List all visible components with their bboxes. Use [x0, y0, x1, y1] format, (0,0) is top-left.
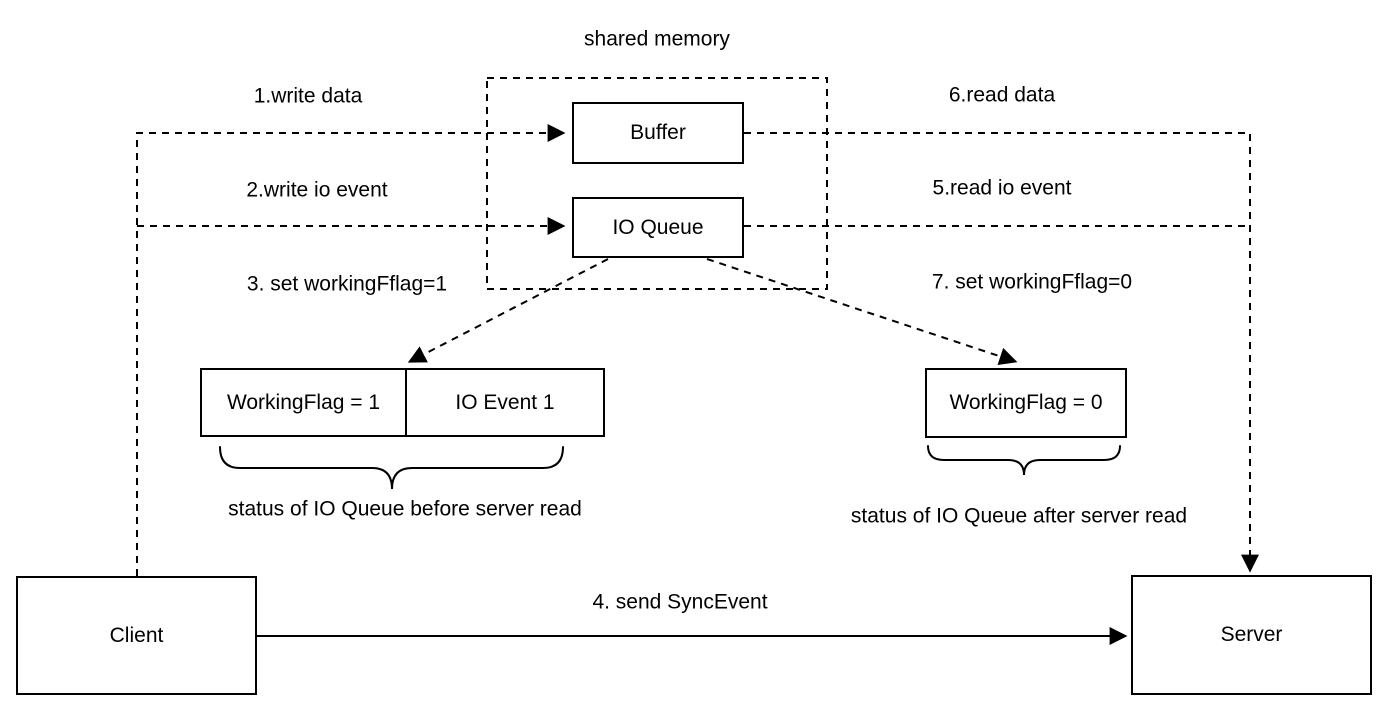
edge-label-set-workingflag-0: 7. set workingFflag=0 — [931, 270, 1133, 294]
edge-label-set-workingflag-1: 3. set workingFflag=1 — [246, 272, 448, 296]
edge-set-workingflag-0-arrow — [706, 258, 1018, 366]
edge-label-write-io-event: 2.write io event — [246, 178, 388, 202]
edge-set-workingflag-1-arrow — [407, 258, 609, 363]
working-flag-0-node: WorkingFlag = 0 — [925, 368, 1127, 438]
buffer-node: Buffer — [572, 102, 744, 164]
edge-label-read-data: 6.read data — [948, 83, 1056, 107]
io-event-1-cell: IO Event 1 — [405, 370, 603, 435]
brace-before-read-icon — [219, 446, 564, 490]
client-node: Client — [16, 576, 257, 695]
caption-status-after-read: status of IO Queue after server read — [850, 504, 1188, 528]
client-label: Client — [109, 623, 164, 647]
io-queue-node: IO Queue — [572, 197, 744, 258]
shared-memory-title: shared memory — [584, 27, 730, 51]
working-flag-0-label: WorkingFlag = 0 — [949, 391, 1103, 414]
io-queue-status-before-node: WorkingFlag = 1 IO Event 1 — [200, 368, 605, 437]
buffer-label: Buffer — [630, 121, 686, 144]
shared-memory-boundary — [486, 77, 828, 290]
working-flag-1-label: WorkingFlag = 1 — [226, 390, 381, 414]
edge-label-send-syncevent: 4. send SyncEvent — [592, 590, 768, 614]
io-event-1-label: IO Event 1 — [455, 390, 555, 414]
caption-status-before-read: status of IO Queue before server read — [228, 497, 582, 521]
server-node: Server — [1131, 575, 1372, 695]
brace-after-read-icon — [927, 445, 1121, 476]
edge-label-read-io-event: 5.read io event — [932, 176, 1072, 200]
server-label: Server — [1220, 623, 1283, 646]
io-queue-label: IO Queue — [612, 215, 704, 239]
working-flag-1-cell: WorkingFlag = 1 — [202, 370, 405, 435]
edge-read-data-arrow — [744, 132, 1259, 573]
edge-write-data-arrow — [136, 124, 566, 576]
edge-label-write-data: 1.write data — [253, 84, 363, 108]
